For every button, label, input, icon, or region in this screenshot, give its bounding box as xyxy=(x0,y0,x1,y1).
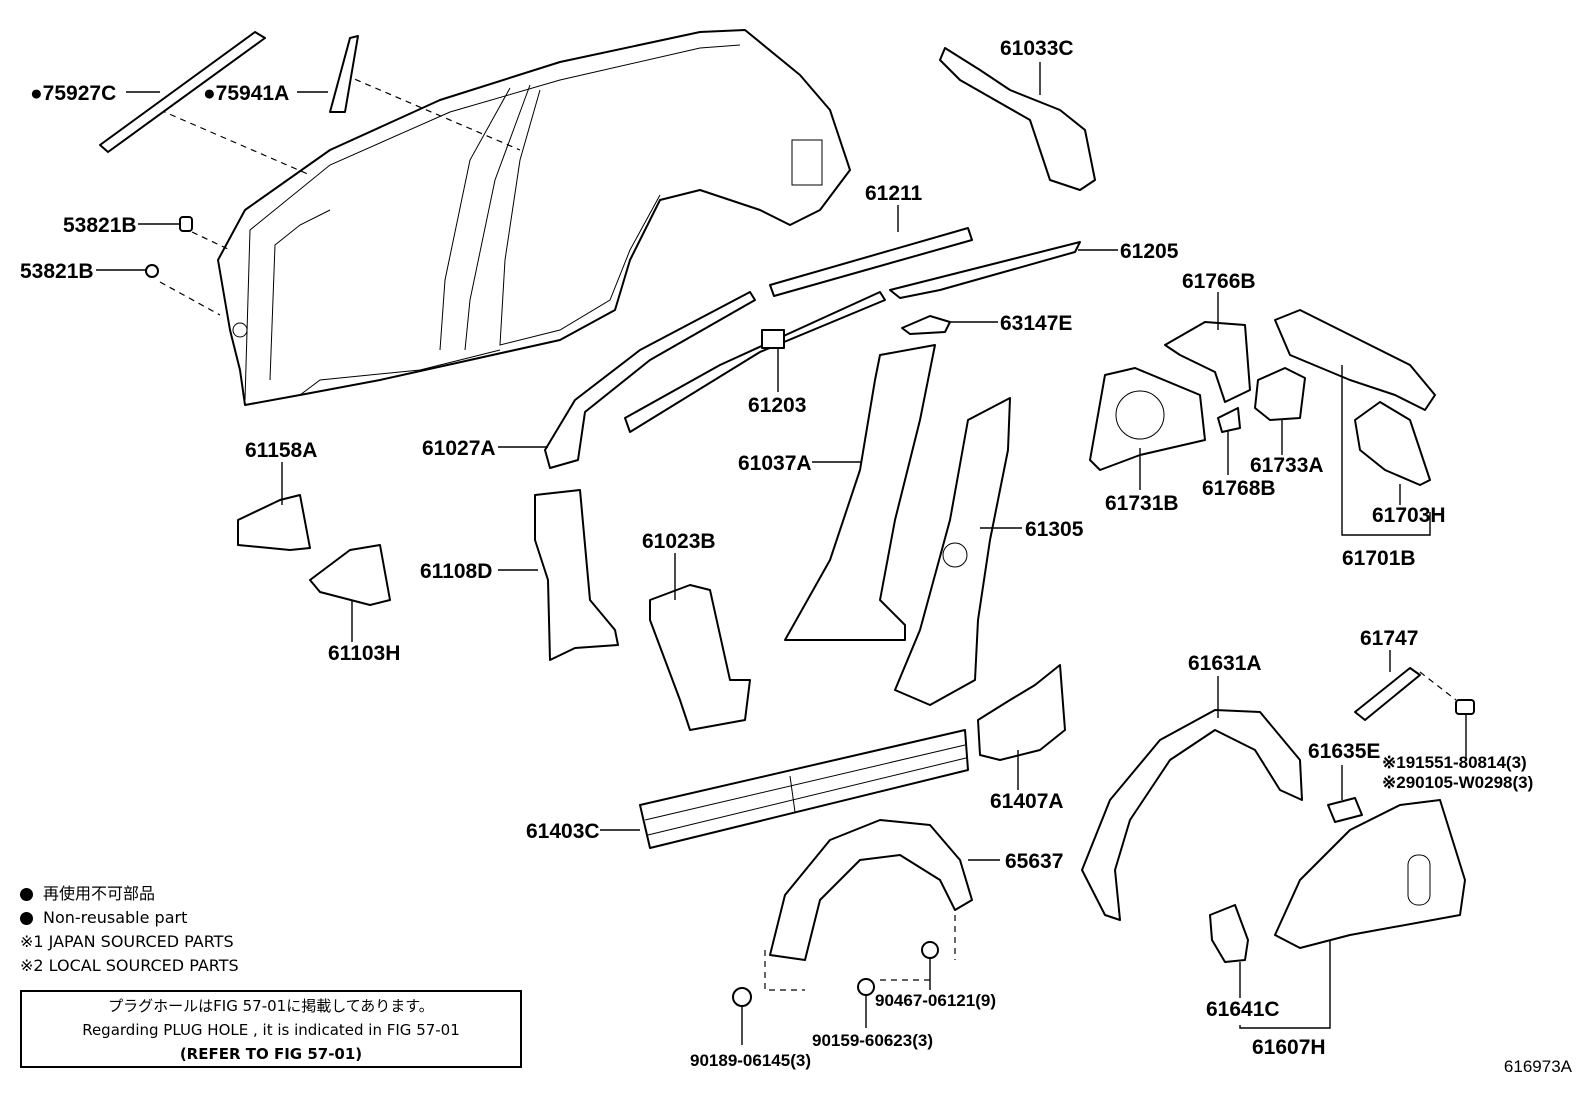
part-61407A xyxy=(977,664,1066,761)
part-61641C xyxy=(1209,904,1249,963)
part-61631A xyxy=(1081,709,1303,921)
bolt-191551 xyxy=(1455,699,1475,715)
part-61731B xyxy=(1089,367,1206,471)
label-61766B: 61766B xyxy=(1182,270,1256,293)
label-61407A: 61407A xyxy=(990,790,1064,813)
bullet-icon xyxy=(20,911,33,925)
label-61703H: 61703H xyxy=(1372,504,1446,527)
clip-90467 xyxy=(921,941,939,959)
label-61641C: 61641C xyxy=(1206,998,1280,1021)
legend-row-jp: 再使用不可部品 xyxy=(20,882,239,906)
plug-hole-note: プラグホールはFIG 57-01に掲載してあります。 Regarding PLU… xyxy=(20,990,522,1068)
label-290105-W0298: ※290105-W0298(3) xyxy=(1382,773,1533,792)
label-65637: 65637 xyxy=(1005,850,1063,873)
label-61607H: 61607H xyxy=(1252,1036,1326,1059)
label-90159-60623: 90159-60623(3) xyxy=(812,1031,933,1050)
part-61607H xyxy=(1274,799,1466,949)
part-61103H xyxy=(309,544,391,606)
label-61733A: 61733A xyxy=(1250,454,1324,477)
part-61766B xyxy=(1164,321,1251,403)
legend-local-sourced: ※2 LOCAL SOURCED PARTS xyxy=(20,956,239,975)
label-61211: 61211 xyxy=(865,182,923,205)
label-61203: 61203 xyxy=(748,394,806,417)
label-61768B: 61768B xyxy=(1202,477,1276,500)
label-61027A: 61027A xyxy=(422,437,496,460)
label-61305: 61305 xyxy=(1025,518,1084,541)
clip-90159 xyxy=(857,978,875,996)
part-61768B xyxy=(1217,407,1241,433)
label-191551-80814: ※191551-80814(3) xyxy=(1382,753,1527,772)
label-61103H: 61103H xyxy=(328,642,400,665)
part-61158A xyxy=(237,494,311,551)
label-61037A: 61037A xyxy=(738,452,812,475)
label-61033C: 61033C xyxy=(1000,37,1074,60)
part-61747 xyxy=(1354,667,1421,721)
label-61701B: 61701B xyxy=(1342,547,1416,570)
figure-id: 616973A xyxy=(1503,1057,1572,1076)
note-line-en: Regarding PLUG HOLE , it is indicated in… xyxy=(82,1021,460,1039)
label-61023B: 61023B xyxy=(642,530,716,553)
part-61305 xyxy=(894,397,1011,706)
part-61733A xyxy=(1254,367,1306,421)
label-53821B-lower: 53821B xyxy=(20,260,94,283)
label-61731B: 61731B xyxy=(1105,492,1179,515)
label-75927C: ●75927C xyxy=(30,82,116,105)
note-line-jp: プラグホールはFIG 57-01に掲載してあります。 xyxy=(108,997,434,1015)
part-75927C xyxy=(99,31,266,153)
legend-row-local: ※2 LOCAL SOURCED PARTS xyxy=(20,954,239,978)
label-61158A: 61158A xyxy=(245,439,317,462)
label-61403C: 61403C xyxy=(526,820,600,843)
legend-row-en: Non-reusable part xyxy=(20,906,239,930)
part-53821B-lower xyxy=(145,264,159,278)
label-90189-06145: 90189-06145(3) xyxy=(690,1051,811,1070)
note-line-ref: (REFER TO FIG 57-01) xyxy=(179,1045,363,1063)
part-61027A xyxy=(544,291,756,469)
part-53821B-upper xyxy=(179,216,193,232)
part-63147E xyxy=(901,315,951,335)
label-61108D: 61108D xyxy=(420,560,492,583)
part-61023B xyxy=(649,584,751,731)
legend-row-japan: ※1 JAPAN SOURCED PARTS xyxy=(20,930,239,954)
part-61635E xyxy=(1327,797,1363,823)
part-61703H xyxy=(1354,401,1431,486)
legend-japan-sourced: ※1 JAPAN SOURCED PARTS xyxy=(20,932,234,951)
part-61203 xyxy=(624,291,886,433)
part-75941A xyxy=(329,35,359,113)
part-61108D xyxy=(534,489,619,661)
body-side-outer-panel xyxy=(217,29,851,406)
label-53821B-upper: 53821B xyxy=(63,214,137,237)
label-61747: 61747 xyxy=(1360,627,1418,650)
label-61635E: 61635E xyxy=(1308,740,1380,763)
label-63147E: 63147E xyxy=(1000,312,1072,335)
label-90467-06121: 90467-06121(9) xyxy=(875,991,996,1010)
label-61205: 61205 xyxy=(1120,240,1179,263)
clip-90189 xyxy=(732,987,752,1007)
label-75941A: ●75941A xyxy=(203,82,289,105)
bullet-icon xyxy=(20,887,33,901)
part-61205 xyxy=(889,241,1081,299)
part-65637 xyxy=(769,819,973,961)
part-61033C xyxy=(939,47,1096,191)
part-61403C xyxy=(639,729,969,849)
legend-jp-nonreusable: 再使用不可部品 xyxy=(43,884,156,903)
label-61631A: 61631A xyxy=(1188,652,1262,675)
part-61701B xyxy=(1274,309,1436,411)
legend-en-nonreusable: Non-reusable part xyxy=(43,908,188,927)
legend: 再使用不可部品 Non-reusable part ※1 JAPAN SOURC… xyxy=(20,882,239,978)
part-61037A xyxy=(784,344,936,641)
part-61211 xyxy=(769,227,973,297)
